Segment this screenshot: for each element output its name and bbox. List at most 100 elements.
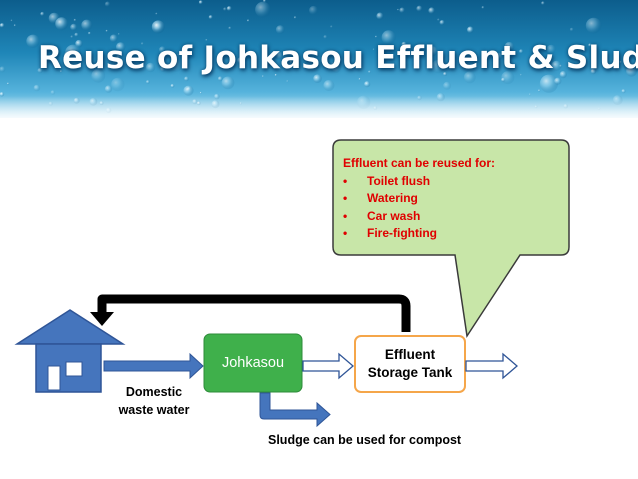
list-item: •Fire-fighting (343, 225, 563, 243)
bubble (70, 35, 74, 39)
bubble (105, 29, 109, 33)
bubble (226, 6, 232, 12)
bubble (626, 65, 638, 77)
domestic-line1: Domestic (125, 385, 183, 399)
water-bubbles-background (0, 0, 638, 114)
outflow-arrow (465, 352, 518, 380)
bullet-icon: • (343, 226, 348, 240)
bubble (170, 84, 175, 88)
bubble (431, 60, 445, 74)
bubble (286, 80, 289, 83)
bubble (0, 66, 6, 73)
bubble (160, 66, 166, 72)
bubble (228, 26, 232, 30)
bubble (397, 8, 400, 11)
header-banner: Reuse of Johkasou Effluent & Sludge (0, 0, 638, 118)
bubble (151, 20, 165, 34)
bubble (538, 89, 541, 92)
bubble (554, 77, 562, 85)
bubble (141, 42, 144, 46)
bubble (364, 81, 371, 88)
bubble (88, 31, 91, 35)
bubble (293, 16, 297, 19)
inflow-arrow (103, 352, 204, 380)
storage-tank-label: Effluent Storage Tank (355, 336, 465, 392)
bubble (381, 30, 396, 45)
bubble (33, 84, 41, 92)
bubble (81, 19, 93, 31)
bubble (330, 25, 333, 29)
storage-tank-box (354, 335, 466, 393)
callout-text: Effluent can be reused for: •Toilet flus… (343, 155, 563, 243)
bubble (358, 78, 361, 81)
bubble (375, 35, 378, 38)
bubble (281, 60, 284, 63)
bubble (237, 57, 245, 64)
return-arrow (97, 294, 411, 332)
bubble (539, 74, 559, 93)
bubble (504, 42, 515, 52)
bubble (205, 38, 208, 42)
bubble (198, 0, 203, 5)
list-item: •Watering (343, 190, 563, 208)
johkasou-box (203, 333, 303, 393)
reuse-callout (332, 139, 570, 339)
bubble (13, 24, 16, 27)
bubble (109, 34, 118, 43)
bubble (372, 48, 375, 51)
bubble (65, 44, 82, 61)
bubble (309, 5, 318, 15)
return-arrow-head (90, 312, 114, 326)
bubble (50, 90, 56, 95)
bubble (519, 73, 523, 77)
bubble (37, 67, 43, 74)
bubble (315, 58, 318, 61)
bubble (331, 62, 335, 66)
list-item: •Toilet flush (343, 173, 563, 191)
storage-tank-line2: Storage Tank (367, 365, 453, 380)
bubble (177, 53, 180, 56)
bubble (206, 55, 209, 58)
list-item: •Car wash (343, 208, 563, 226)
bubble (183, 85, 194, 96)
bubble (170, 59, 183, 72)
house-icon (14, 309, 126, 393)
domestic-line2: waste water (118, 403, 190, 417)
bubble (247, 19, 250, 22)
bubble (416, 5, 423, 12)
bubble (585, 17, 602, 34)
bubble (331, 63, 341, 73)
bubble (551, 60, 562, 71)
bubble (221, 76, 235, 90)
bubble (546, 44, 556, 55)
bubble (619, 60, 622, 64)
bubble (541, 1, 545, 5)
bubble (588, 43, 592, 47)
bubble (184, 76, 189, 82)
bubble (115, 42, 126, 52)
bubble (208, 15, 213, 20)
bubble (399, 7, 406, 14)
bubble (146, 80, 150, 84)
bubble (590, 68, 597, 75)
bubble (501, 71, 515, 85)
bubble (7, 82, 10, 85)
bubble (159, 46, 166, 54)
sludge-arrow (259, 392, 331, 428)
domestic-waste-water-label: Domestic waste water (104, 383, 204, 419)
sludge-label: Sludge can be used for compost (268, 433, 462, 447)
bubble (495, 52, 503, 60)
bubble (0, 92, 5, 97)
bubble (427, 46, 438, 57)
bubble (116, 54, 122, 60)
bubble (104, 85, 113, 93)
bubble (10, 19, 13, 22)
bubble (443, 72, 448, 76)
bubble (481, 6, 485, 9)
johkasou-label: Johkasou (221, 355, 285, 371)
bullet-icon: • (343, 208, 348, 223)
bubble (217, 76, 223, 82)
bubble (519, 49, 524, 54)
